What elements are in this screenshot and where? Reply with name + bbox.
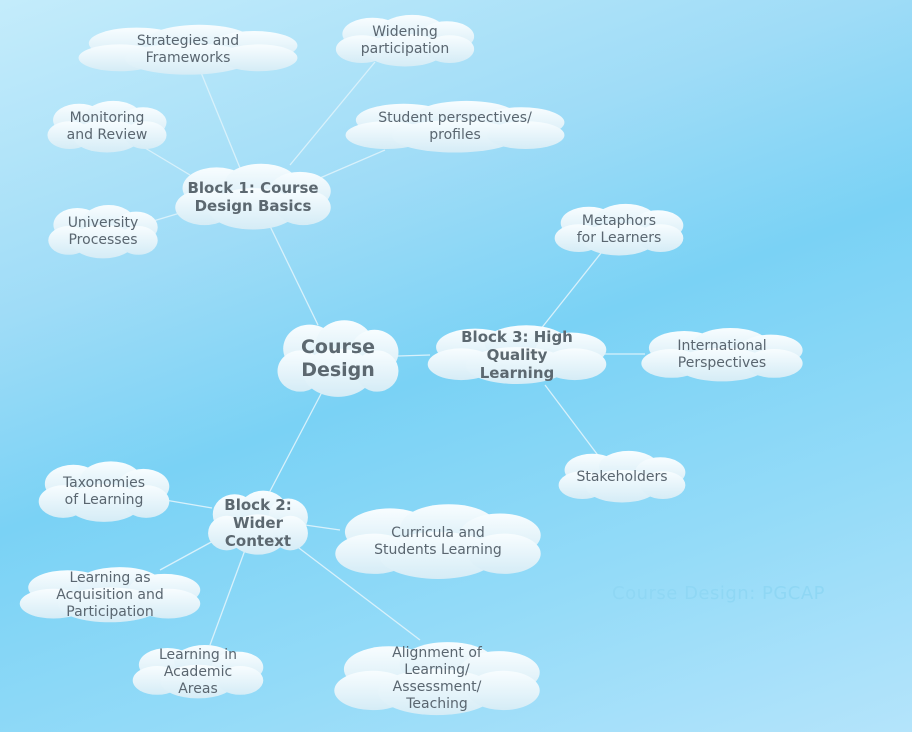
link-block2-academic bbox=[209, 549, 246, 646]
node-label: Taxonomies of Learning bbox=[62, 475, 146, 508]
cloud-shape bbox=[424, 322, 610, 388]
node-label: Course Design bbox=[300, 336, 376, 381]
link-block2-acquisition bbox=[159, 539, 216, 571]
node-student-perspectives: Student perspectives/ profiles bbox=[341, 98, 569, 156]
node-metaphors-learners: Metaphors for Learners bbox=[552, 201, 686, 259]
cloud-shape bbox=[275, 316, 401, 402]
link-block1-monitoring bbox=[139, 144, 191, 176]
link-block1-strategies bbox=[199, 69, 241, 169]
node-block-3: Block 3: High Quality Learning bbox=[424, 322, 610, 388]
link-block1-student bbox=[319, 149, 386, 179]
cloud-shape bbox=[16, 564, 204, 626]
node-block-1: Block 1: Course Design Basics bbox=[172, 160, 334, 234]
cloud-shape bbox=[330, 638, 544, 720]
link-center-block2 bbox=[267, 391, 323, 496]
node-block-2: Block 2: Wider Context bbox=[206, 487, 310, 559]
cloud-shape bbox=[74, 22, 302, 78]
node-label: Student perspectives/ profiles bbox=[378, 110, 532, 143]
node-widening-participation: Widening participation bbox=[333, 12, 477, 70]
cloud-shape bbox=[552, 201, 686, 259]
node-label: Block 2: Wider Context bbox=[224, 496, 292, 550]
node-learning-academic-areas: Learning in Academic Areas bbox=[130, 642, 266, 702]
cloud-shape bbox=[36, 458, 172, 526]
node-label: University Processes bbox=[67, 215, 139, 248]
node-monitoring-review: Monitoring and Review bbox=[45, 98, 169, 156]
link-block2-taxonomies bbox=[164, 499, 213, 509]
node-learning-acquisition: Learning as Acquisition and Participatio… bbox=[16, 564, 204, 626]
node-label: Metaphors for Learners bbox=[576, 213, 662, 246]
cloud-shape bbox=[331, 500, 545, 584]
node-taxonomies-learning: Taxonomies of Learning bbox=[36, 458, 172, 526]
node-label: Alignment of Learning/ Assessment/ Teach… bbox=[392, 645, 482, 712]
node-label: Strategies and Frameworks bbox=[136, 33, 240, 66]
link-block2-alignment bbox=[294, 544, 421, 641]
node-label: Stakeholders bbox=[576, 468, 668, 485]
link-center-block3 bbox=[397, 354, 431, 357]
cloud-shape bbox=[341, 98, 569, 156]
node-label: Block 3: High Quality Learning bbox=[461, 328, 573, 382]
node-label: Learning in Academic Areas bbox=[159, 646, 237, 697]
link-block3-metaphors bbox=[539, 247, 606, 331]
node-course-design: Course Design bbox=[275, 316, 401, 402]
cloud-shape bbox=[556, 448, 688, 506]
node-label: Monitoring and Review bbox=[66, 110, 148, 143]
link-block1-widening bbox=[289, 61, 376, 166]
node-curricula-students: Curricula and Students Learning bbox=[331, 500, 545, 584]
cloud-shape bbox=[333, 12, 477, 70]
cloud-shape bbox=[45, 98, 169, 156]
link-block3-stakeholders bbox=[544, 384, 601, 459]
watermark-text: Course Design: PGCAP bbox=[612, 583, 826, 604]
node-alignment: Alignment of Learning/ Assessment/ Teach… bbox=[330, 638, 544, 720]
link-center-block1 bbox=[267, 221, 319, 326]
link-block2-curricula bbox=[304, 524, 341, 531]
node-label: Learning as Acquisition and Participatio… bbox=[56, 569, 164, 620]
node-label: Curricula and Students Learning bbox=[374, 525, 502, 558]
cloud-shape bbox=[46, 202, 160, 262]
node-label: Widening participation bbox=[360, 24, 450, 57]
cloud-shape bbox=[206, 487, 310, 559]
node-label: International Perspectives bbox=[677, 338, 767, 371]
node-university-processes: University Processes bbox=[46, 202, 160, 262]
node-international-perspectives: International Perspectives bbox=[638, 325, 806, 385]
cloud-shape bbox=[172, 160, 334, 234]
cloud-shape bbox=[638, 325, 806, 385]
node-strategies-frameworks: Strategies and Frameworks bbox=[74, 22, 302, 78]
cloud-shape bbox=[130, 642, 266, 702]
node-stakeholders: Stakeholders bbox=[556, 448, 688, 506]
node-label: Block 1: Course Design Basics bbox=[187, 179, 319, 215]
